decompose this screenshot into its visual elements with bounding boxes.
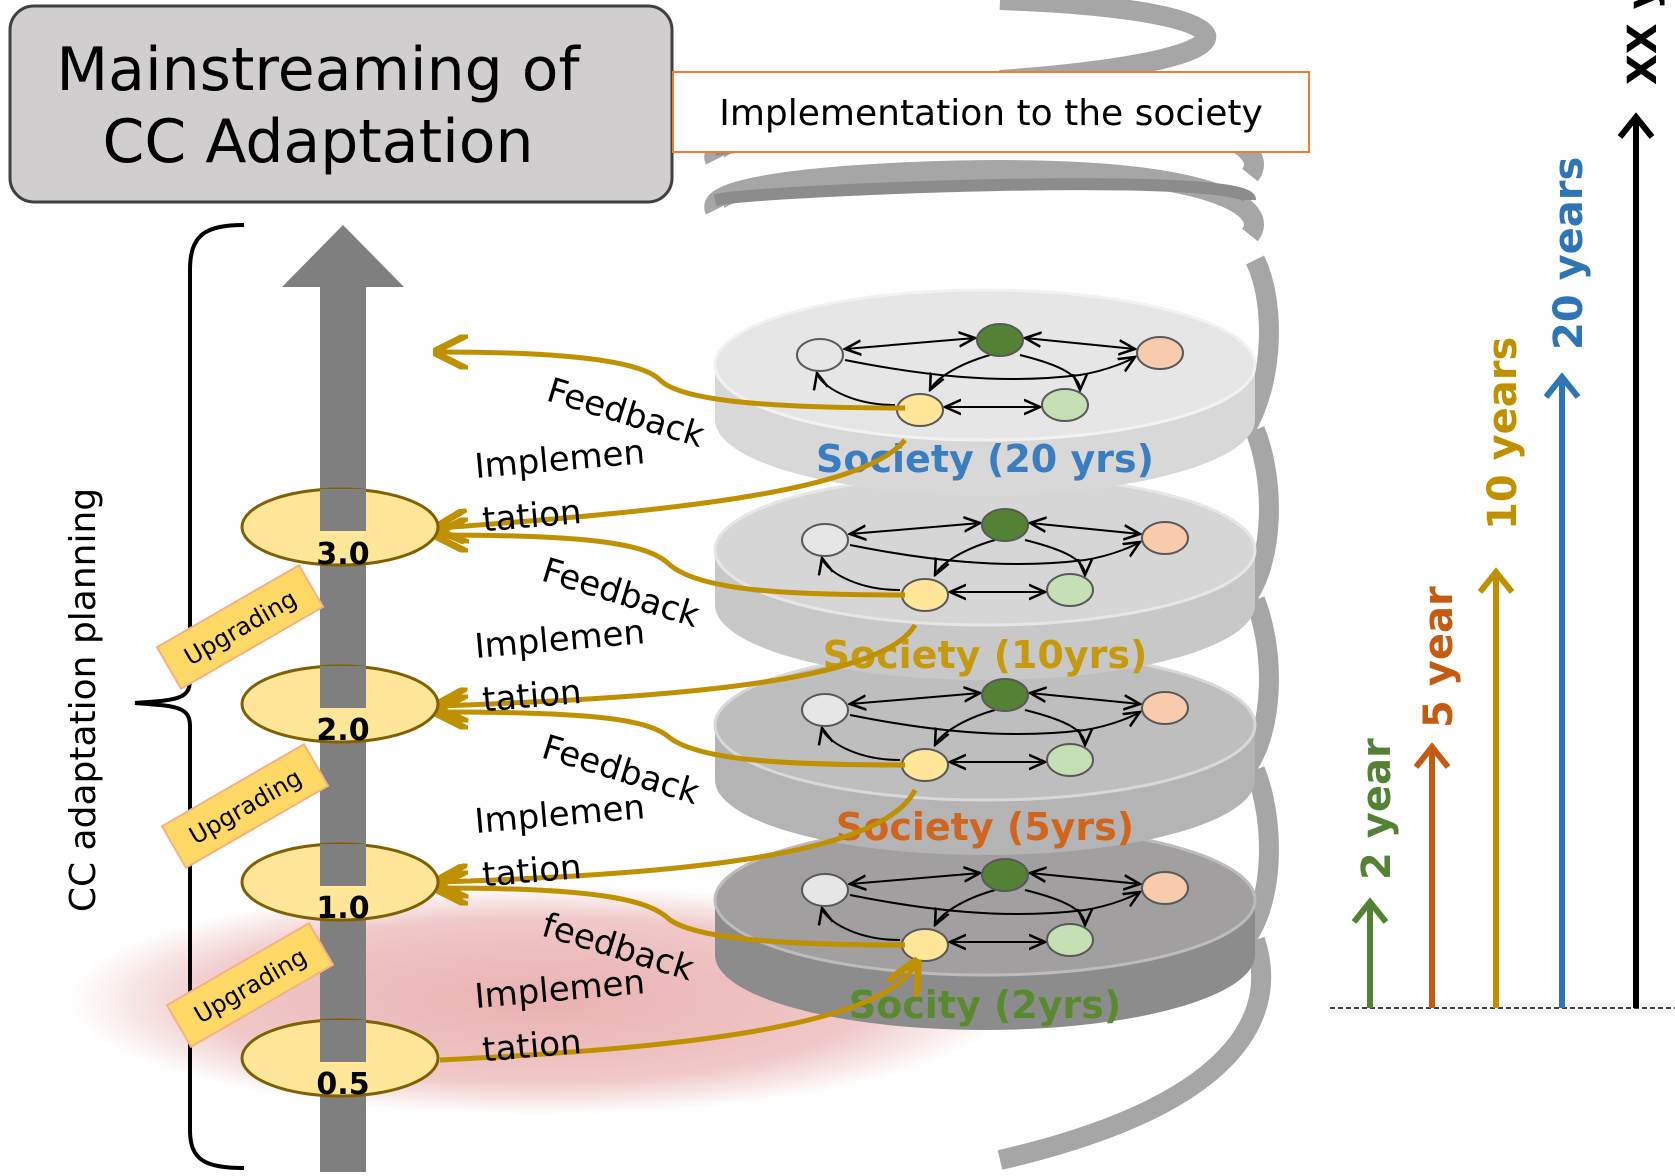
title-line-1: Mainstreaming of — [56, 35, 581, 105]
implementation-label-1: Implemen tation — [473, 432, 647, 541]
timeline-10years-label: 10 years — [1480, 337, 1526, 530]
planning-label: CC adaptation planning — [63, 488, 104, 912]
society-label-5: Society (5yrs) — [836, 805, 1134, 849]
version-2: 2.0 — [240, 664, 440, 748]
implementation-society-box — [672, 71, 1310, 153]
timeline-10years: 10 years — [1477, 337, 1526, 1008]
version-05-label: 0.5 — [316, 1067, 369, 1102]
timeline-5year-label: 5 year — [1416, 586, 1462, 728]
disc-2yrs — [713, 823, 1257, 1030]
implementation-label-3: Implemen tation — [473, 787, 647, 896]
svg-text:tation: tation — [481, 672, 583, 721]
version-1: 1.0 — [240, 842, 440, 926]
timeline-xx-label: XX y — [1620, 0, 1666, 85]
implementation-label-2: Implemen tation — [473, 612, 647, 721]
network-graph-20 — [796, 323, 1184, 427]
svg-text:Implemen: Implemen — [473, 432, 647, 487]
planning-bracket — [134, 223, 245, 1170]
svg-text:Implemen: Implemen — [473, 612, 647, 667]
svg-text:tation: tation — [481, 1022, 583, 1071]
timeline-20years-label: 20 years — [1546, 157, 1592, 350]
disc-10yrs — [713, 473, 1257, 680]
svg-text:tation: tation — [481, 847, 583, 896]
timeline-xx: XX y — [1617, 0, 1666, 1008]
timeline-2year-label: 2 year — [1354, 738, 1400, 880]
timeline-5year: 5 year — [1413, 586, 1462, 1008]
title-line-2: CC Adaptation — [102, 107, 533, 177]
version-05: 0.5 — [240, 1018, 440, 1102]
network-graph-5 — [801, 678, 1189, 782]
version-3-label: 3.0 — [316, 537, 369, 572]
version-3: 3.0 — [240, 487, 440, 572]
version-2-label: 2.0 — [316, 713, 369, 748]
version-1-label: 1.0 — [316, 891, 369, 926]
svg-text:Implemen: Implemen — [473, 787, 647, 842]
timeline-20years: 20 years — [1543, 157, 1592, 1008]
implementation-society-label: Implementation to the society — [719, 93, 1263, 134]
society-label-20: Society (20 yrs) — [816, 437, 1154, 481]
svg-text:tation: tation — [481, 492, 583, 541]
gold-arrows — [440, 352, 915, 1063]
timeline-2year: 2 year — [1351, 738, 1400, 1008]
